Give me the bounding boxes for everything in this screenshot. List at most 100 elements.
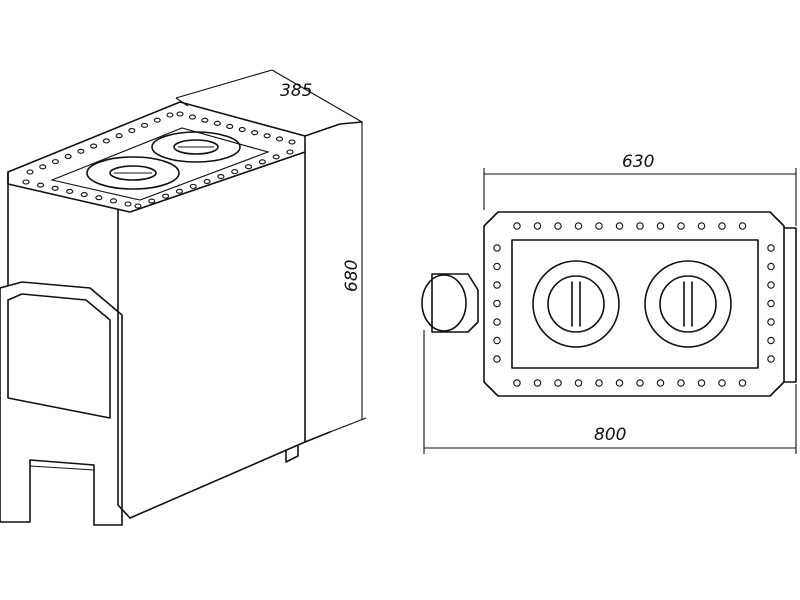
burner-left (532, 260, 620, 348)
vent-hole (51, 185, 59, 191)
isometric-vent-holes (22, 111, 296, 209)
vent-hole (738, 222, 747, 230)
vent-hole (533, 379, 542, 387)
vent-hole (493, 262, 501, 271)
vent-hole (718, 222, 726, 230)
vent-hole (64, 153, 72, 160)
dimension-overall-width-label: 800 (594, 425, 626, 445)
front-right-edge (117, 209, 131, 519)
vent-hole (574, 222, 583, 230)
vent-hole (39, 164, 47, 170)
vent-hole (286, 149, 294, 155)
vent-hole (201, 117, 209, 123)
vent-hole (166, 112, 174, 118)
vent-hole (203, 178, 211, 185)
vent-hole (615, 379, 624, 387)
vent-hole (697, 379, 706, 387)
vent-hole (37, 182, 45, 188)
vent-hole (213, 120, 221, 126)
vent-hole (767, 244, 775, 252)
vent-hole (288, 139, 296, 145)
vent-hole (258, 159, 266, 165)
vent-hole (109, 198, 117, 204)
vent-hole (493, 318, 501, 326)
vent-hole (636, 222, 644, 230)
vent-hole (244, 164, 253, 170)
vent-hole (90, 143, 98, 149)
vent-hole (677, 379, 685, 387)
vent-hole (767, 299, 775, 308)
vent-hole (80, 192, 88, 198)
vent-hole (493, 244, 501, 252)
burner-front (86, 156, 180, 190)
vent-hole (51, 159, 60, 165)
top-plate (483, 211, 785, 397)
vent-hole (493, 281, 501, 289)
vent-hole (738, 379, 747, 387)
vent-hole (263, 133, 271, 139)
vent-hole (128, 127, 136, 134)
vent-hole (66, 188, 74, 194)
vent-hole (231, 169, 239, 175)
vent-hole (102, 138, 110, 144)
vent-hole (718, 379, 726, 387)
side-panel (129, 151, 306, 519)
vent-hole (513, 379, 521, 387)
top-plate-recess (511, 239, 759, 369)
vent-hole (554, 379, 562, 387)
vent-hole (276, 136, 284, 142)
chimney-pipe (431, 273, 479, 333)
dimension-depth: 385 (175, 69, 363, 123)
hob-recess (50, 127, 270, 201)
stove-top-view (421, 211, 797, 397)
vent-hole (677, 222, 685, 230)
vent-hole (148, 198, 156, 204)
vent-hole (574, 379, 583, 387)
vent-hole (595, 222, 603, 230)
burner-rear (151, 131, 241, 163)
door-window (7, 293, 111, 419)
dimension-top-width-label: 630 (622, 152, 654, 172)
vent-hole (767, 336, 775, 345)
vent-hole (767, 318, 775, 326)
vent-hole (162, 193, 170, 199)
dimension-overall-width: 800 (423, 330, 797, 454)
vent-hole (615, 222, 624, 230)
vent-hole (656, 379, 665, 387)
door-panel (0, 281, 123, 526)
vent-hole (176, 111, 184, 117)
dimension-height-label: 680 (342, 260, 362, 292)
vent-hole (238, 127, 246, 133)
dimension-depth-label: 385 (280, 81, 312, 101)
stove-isometric-view (0, 101, 363, 526)
vent-hole (493, 336, 501, 345)
vent-hole (95, 195, 103, 201)
vent-hole (513, 222, 521, 230)
vent-hole (134, 203, 142, 209)
vent-hole (251, 130, 259, 136)
vent-hole (493, 355, 501, 363)
vent-hole (153, 117, 161, 123)
vent-hole (115, 133, 123, 139)
vent-hole (217, 173, 225, 180)
vent-hole (767, 262, 775, 271)
vent-holes (493, 222, 775, 387)
vent-hole (493, 299, 501, 308)
burner-right (644, 260, 732, 348)
dimension-top-width: 630 (483, 152, 797, 226)
vent-hole (767, 281, 775, 289)
vent-hole (226, 123, 234, 129)
vent-hole (272, 154, 280, 160)
dimension-height: 680 (329, 122, 367, 433)
vent-hole (189, 183, 197, 189)
vent-hole (22, 179, 30, 185)
vent-hole (124, 201, 132, 207)
vent-hole (175, 188, 184, 194)
vent-hole (636, 379, 644, 387)
vent-hole (767, 355, 775, 363)
vent-hole (188, 114, 196, 120)
vent-hole (697, 222, 706, 230)
vent-hole (140, 122, 149, 128)
leg (285, 445, 299, 463)
